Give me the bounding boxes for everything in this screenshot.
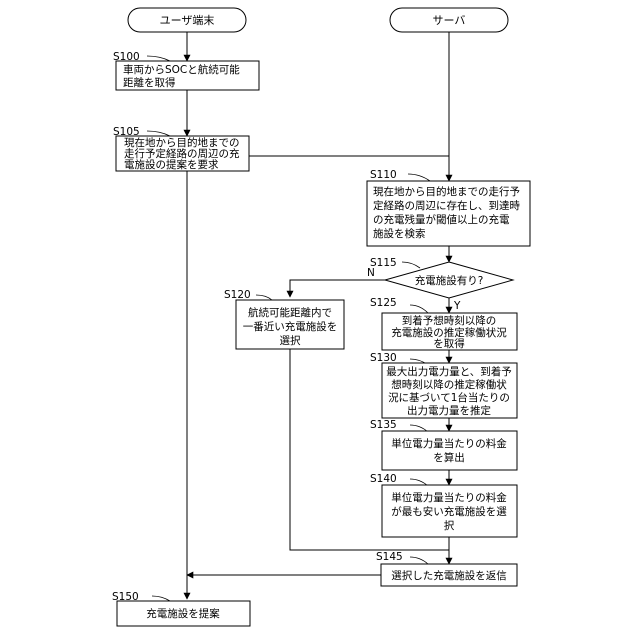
step-s125-line: を取得 (433, 338, 465, 350)
step-s135-line: を算出 (433, 451, 465, 464)
step-s150-line: 充電施設を提案 (146, 607, 220, 620)
step-s150: S150 充電施設を提案 (112, 591, 250, 626)
step-s125-label: S125 (370, 297, 397, 309)
edge-s105-s110 (249, 156, 449, 181)
step-s105-line: 電施設の提案を要求 (124, 158, 219, 171)
step-s110-line: の充電残量が閾値以上の充電 (373, 213, 510, 226)
server-terminal-label: サーバ (433, 14, 466, 27)
step-s140-line: 択 (444, 519, 455, 532)
step-s140-line: 単位電力量当たりの料金 (391, 491, 507, 504)
step-s110-line: 定経路の周辺に存在し、到達時 (373, 199, 520, 212)
step-s130-line: 況に基づいて1台当たりの (388, 391, 510, 404)
step-s120: S120 航続可能距離内で 一番近い充電施設を 選択 (224, 289, 344, 349)
step-s120-line: 選択 (280, 334, 301, 347)
step-s130-line: 出力電力量を推定 (407, 404, 491, 417)
user-terminal-node: ユーザ端末 (128, 8, 246, 32)
step-s100: S100 車両からSOCと航続可能 距離を取得 (113, 51, 259, 90)
step-s125: S125 到着予想時刻以降の 充電施設の推定稼働状況 を取得 (370, 297, 517, 350)
step-s135-label: S135 (370, 419, 397, 431)
step-s120-line: 航続可能距離内で (248, 306, 332, 319)
step-s110: S110 現在地から目的地までの走行予 定経路の周辺に存在し、到達時 の充電残量… (367, 169, 530, 246)
step-s125-line: 到着予想時刻以降の (402, 314, 497, 327)
step-s135: S135 単位電力量当たりの料金 を算出 (370, 419, 517, 470)
step-s140-label: S140 (370, 473, 397, 485)
step-s115-question: 充電施設有り? (415, 274, 484, 287)
step-s130: S130 最大出力電力量と、到着予 想時刻以降の推定稼働状 況に基づいて1台当た… (370, 352, 517, 418)
step-s130-label: S130 (370, 352, 397, 364)
step-s145-label: S145 (376, 551, 403, 563)
step-s100-line: 車両からSOCと航続可能 (123, 63, 240, 76)
step-s105: S105 現在地から目的地までの 走行予定経路の周辺の充 電施設の提案を要求 (113, 126, 249, 171)
step-s130-line: 最大出力電力量と、到着予 (386, 365, 512, 378)
decision-no-label: N (367, 267, 375, 279)
step-s135-line: 単位電力量当たりの料金 (391, 437, 507, 450)
step-s145-line: 選択した充電施設を返信 (391, 569, 507, 582)
edge-s115-s120 (290, 280, 385, 297)
step-s100-line: 距離を取得 (123, 76, 176, 89)
step-s140: S140 単位電力量当たりの料金 が最も安い充電施設を選 択 (370, 473, 517, 537)
step-s130-line: 想時刻以降の推定稼働状 (391, 378, 507, 391)
step-s110-label: S110 (370, 169, 397, 181)
step-s110-line: 現在地から目的地までの走行予 (373, 185, 520, 198)
server-terminal-node: サーバ (390, 8, 508, 32)
user-terminal-label: ユーザ端末 (160, 13, 215, 27)
step-s140-line: が最も安い充電施設を選 (391, 505, 507, 518)
step-s120-line: 一番近い充電施設を (243, 320, 338, 333)
step-s145: S145 選択した充電施設を返信 (376, 551, 517, 586)
step-s110-line: 施設を検索 (373, 227, 426, 240)
step-s120-label: S120 (224, 289, 251, 301)
decision-yes-label: Y (453, 300, 461, 312)
